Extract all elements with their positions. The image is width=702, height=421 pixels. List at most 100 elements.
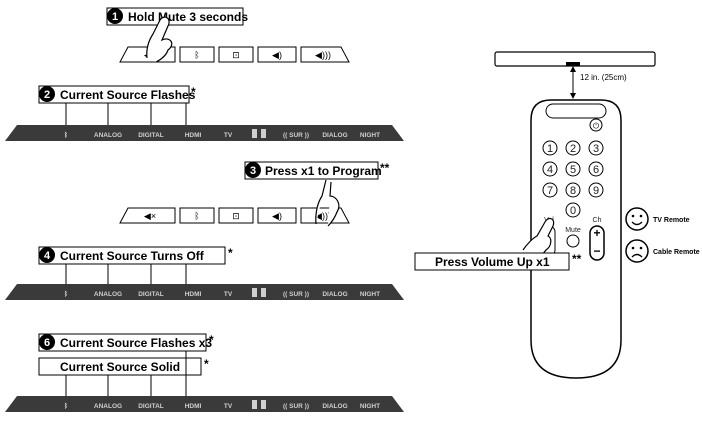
mute-button xyxy=(566,234,580,248)
step-3-box xyxy=(244,161,379,180)
finger-icon xyxy=(315,179,340,227)
step-4: 4 Current Source Turns Off * xyxy=(38,246,233,284)
step-6-mark: * xyxy=(209,333,214,347)
key-5-label: 5 xyxy=(570,164,576,176)
soundbar-label-tv: TV xyxy=(224,403,233,410)
dolby-icon-gap xyxy=(257,288,261,297)
channel-down-icon: − xyxy=(593,244,600,258)
key-1 xyxy=(542,140,558,156)
step-2-mark: * xyxy=(191,85,196,99)
step-6-number: 6 xyxy=(44,337,50,349)
soundbar-label-digital: DIGITAL xyxy=(138,132,164,139)
power-icon: ⏻ xyxy=(593,122,600,131)
bluetooth-button xyxy=(179,46,215,63)
mute-icon: ◀× xyxy=(144,211,156,221)
step-4-box xyxy=(38,246,226,265)
soundbar-label-surround: (( SUR )) xyxy=(283,403,309,410)
step-5-text: Press Volume Up x1 xyxy=(435,255,550,269)
mute-button xyxy=(119,207,176,224)
key-8-label: 8 xyxy=(570,185,576,197)
step-6: 6 Current Source Flashes x3 * xyxy=(38,333,214,352)
arrow-head-down xyxy=(570,93,576,99)
smiley-eye xyxy=(631,214,635,218)
key-4-label: 4 xyxy=(547,164,553,176)
dolby-icon-gap xyxy=(257,129,261,138)
volume-up-icon: ◀))) xyxy=(315,50,331,60)
key-2 xyxy=(565,140,581,156)
soundbar-label-hdmi: HDMI xyxy=(185,132,202,139)
step-1-text: Hold Mute 3 seconds xyxy=(128,10,248,24)
step-2-number-badge xyxy=(39,86,55,102)
frowny-mouth xyxy=(631,253,643,258)
soundbar-label-dialog: DIALOG xyxy=(322,403,347,410)
soundbar-label-digital: DIGITAL xyxy=(138,291,164,298)
arrow-head-up xyxy=(570,66,576,72)
soundbar-label-digital: DIGITAL xyxy=(138,403,164,410)
soundbar-label-night: NIGHT xyxy=(360,403,380,410)
key-7 xyxy=(542,182,558,198)
bluetooth-icon: ᛒ xyxy=(194,50,199,60)
remote-legend: TV Remote Cable Remote xyxy=(625,207,700,263)
legend-tv-remote: TV Remote xyxy=(653,217,690,224)
key-9 xyxy=(588,182,604,198)
step-5-box xyxy=(414,252,570,271)
soundbar-panel xyxy=(5,396,404,412)
smiley-face-icon xyxy=(625,207,649,231)
step-7: 7 Current Source Solid * xyxy=(38,351,209,396)
frowny-eye xyxy=(631,246,635,250)
volume-down-button xyxy=(257,46,297,63)
key-6 xyxy=(588,161,604,177)
frowny-eye xyxy=(639,246,643,250)
key-4 xyxy=(542,161,558,177)
smiley-mouth xyxy=(631,221,643,226)
source-icon: ⊡ xyxy=(232,50,240,60)
remote-ir-window xyxy=(545,103,607,119)
channel-rocker xyxy=(589,225,605,261)
soundbar-label-surround: (( SUR )) xyxy=(283,132,309,139)
key-5 xyxy=(565,161,581,177)
volume-down-button xyxy=(257,207,297,224)
step-1-number-badge xyxy=(107,8,123,24)
bluetooth-icon: ᛒ xyxy=(64,290,68,298)
soundbar-panel xyxy=(5,125,404,141)
step-3-number: 3 xyxy=(250,165,256,177)
dolby-icon-gap xyxy=(257,400,261,409)
soundbar-label-analog: ANALOG xyxy=(94,291,122,298)
step-5: 5 Press Volume Up x1 ** xyxy=(414,252,582,271)
step-4-number-badge xyxy=(39,247,55,263)
source-button xyxy=(218,46,254,63)
step-1: 1 Hold Mute 3 seconds xyxy=(106,7,248,26)
bluetooth-icon: ᛒ xyxy=(194,211,199,221)
finger-icon xyxy=(146,16,173,63)
step-6-text: Current Source Flashes x3 xyxy=(60,336,212,350)
step-4-mark: * xyxy=(228,246,233,260)
channel-up-icon: + xyxy=(593,226,600,240)
key-6-label: 6 xyxy=(593,164,599,176)
step-6-number-badge xyxy=(39,334,55,350)
key-0-label: 0 xyxy=(570,205,576,217)
step-2-text: Current Source Flashes xyxy=(60,88,196,102)
soundbar-label-surround: (( SUR )) xyxy=(283,291,309,298)
remote-diagram: 12 in. (25cm) ⏻ 1 2 3 4 5 6 7 8 9 xyxy=(494,51,656,379)
volume-down-icon: ◀) xyxy=(272,50,282,60)
bluetooth-icon: ᛒ xyxy=(64,131,68,139)
key-3 xyxy=(588,140,604,156)
ch-label: Ch xyxy=(593,217,602,224)
step-2: 2 Current Source Flashes * xyxy=(38,85,196,125)
key-1-label: 1 xyxy=(547,143,553,155)
step-6-box xyxy=(38,333,207,352)
button-row-1: ◀× ᛒ ⊡ ◀) ◀))) xyxy=(119,16,350,63)
soundbar-label-tv: TV xyxy=(224,291,233,298)
soundbar-1: ᛒ ANALOG DIGITAL HDMI TV (( SUR )) DIALO… xyxy=(5,125,404,141)
source-button xyxy=(218,207,254,224)
soundbar-label-night: NIGHT xyxy=(360,132,380,139)
distance-label: 12 in. (25cm) xyxy=(580,73,627,82)
step-1-number: 1 xyxy=(112,11,118,23)
step-3-mark: ** xyxy=(380,161,390,175)
soundbar-2: ᛒ ANALOG DIGITAL HDMI TV (( SUR )) DIALO… xyxy=(5,284,404,300)
soundbar-label-night: NIGHT xyxy=(360,291,380,298)
soundbar-label-tv: TV xyxy=(224,132,233,139)
key-9-label: 9 xyxy=(593,185,599,197)
soundbar-3: ᛒ ANALOG DIGITAL HDMI TV (( SUR )) DIALO… xyxy=(5,396,404,412)
